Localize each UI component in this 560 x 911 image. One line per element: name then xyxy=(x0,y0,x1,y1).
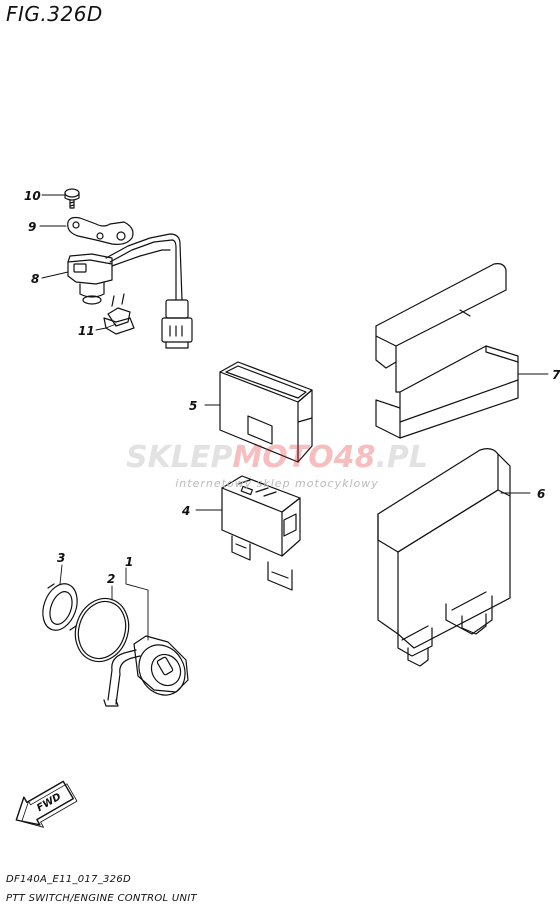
part-2-oring xyxy=(74,597,130,663)
watermark-part4: .PL xyxy=(375,440,429,475)
part-7-cover xyxy=(375,263,519,439)
part-4-module xyxy=(221,475,301,591)
part-8-sensor xyxy=(67,233,193,349)
callout-6: 6 xyxy=(537,487,545,501)
callouts: 10 9 8 11 5 4 6 7 3 2 1 xyxy=(24,189,560,586)
leader-lines xyxy=(39,194,549,641)
callout-5: 5 xyxy=(189,399,197,413)
part-6-ecu xyxy=(377,448,511,667)
part-10-bolt xyxy=(64,188,80,209)
callout-10: 10 xyxy=(24,189,41,203)
callout-7: 7 xyxy=(552,368,560,382)
callout-4: 4 xyxy=(181,504,190,518)
part-11-clip xyxy=(103,293,135,335)
callout-11: 11 xyxy=(78,324,95,338)
watermark-tagline: internetowy sklep motocyklowy xyxy=(175,477,379,490)
part-9-bracket xyxy=(67,216,134,245)
watermark-part2: MOTO xyxy=(232,440,334,475)
figure-code: DF140A_E11_017_326D xyxy=(6,874,131,885)
watermark: SKLEPMOTO48.PL xyxy=(92,440,462,475)
callout-1: 1 xyxy=(125,555,133,569)
watermark-part1: SKLEP xyxy=(125,440,233,475)
callout-9: 9 xyxy=(28,220,36,234)
part-5-holder xyxy=(219,361,313,463)
part-1-switch xyxy=(103,635,189,707)
watermark-part3: 48 xyxy=(333,440,376,475)
callout-2: 2 xyxy=(107,572,115,586)
fwd-direction-arrow: FWD xyxy=(15,780,78,828)
part-3-seal xyxy=(42,583,78,631)
callout-8: 8 xyxy=(31,272,39,286)
figure-caption: PTT SWITCH/ENGINE CONTROL UNIT xyxy=(6,893,197,904)
figure-title: FIG.326D xyxy=(6,2,103,26)
callout-3: 3 xyxy=(57,551,65,565)
